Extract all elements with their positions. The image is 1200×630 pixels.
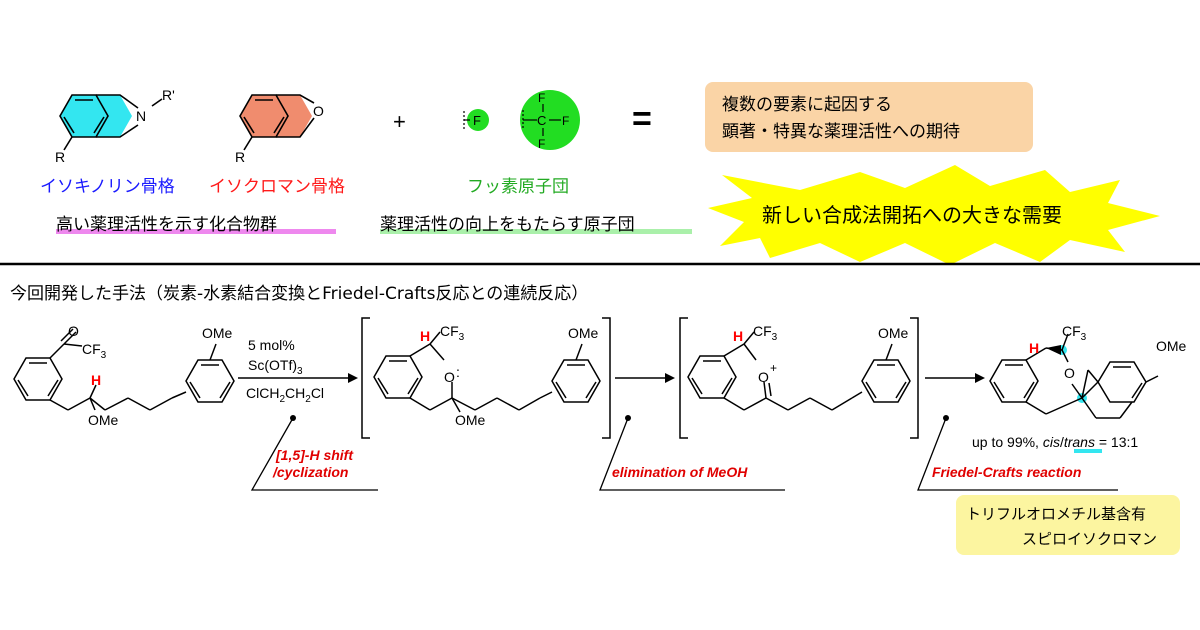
starburst-text: 新しい合成法開拓への大きな需要 (762, 203, 1062, 227)
condition-catalyst: Sc(OTf)3 (248, 357, 303, 377)
isoquinoline-r-prime: R' (162, 87, 175, 103)
cf3-f-top: F (538, 91, 545, 105)
plus-sign: + (393, 109, 406, 134)
equals-sign: = (632, 100, 652, 138)
intermediate1-o: O (444, 369, 455, 385)
step3-pointer (917, 417, 1118, 491)
isoquinoline-r-group: R (55, 149, 65, 165)
substrate-h: H (91, 372, 101, 388)
fluorine-label: フッ素原子団 (467, 177, 569, 197)
step3-label: Friedel-Crafts reaction (932, 464, 1081, 480)
cf3-f-right: F (562, 114, 569, 128)
cf3-f-bottom: F (538, 137, 545, 151)
expectation-line1: 複数の要素に起因する (722, 95, 892, 115)
isochroman-benzene-fill (240, 95, 288, 137)
isochroman-o-atom: O (313, 103, 324, 119)
product-o: O (1064, 365, 1075, 381)
substrate-ome: OMe (88, 412, 119, 428)
caption-right: 薬理活性の向上をもたらす原子団 (380, 215, 635, 235)
condition-catalyst-loading: 5 mol% (248, 337, 295, 353)
step2-label: elimination of MeOH (612, 464, 748, 480)
substrate-cf3: CF3 (82, 341, 107, 361)
step2-pointer (599, 417, 785, 491)
isochroman-r-group: R (235, 149, 245, 165)
condition-solvent: ClCH2CH2Cl (246, 385, 324, 405)
product-box-line2: スピロイソクロマン (1022, 530, 1157, 548)
intermediate1-structure: H CF3 O : OMe OMe (373, 323, 601, 428)
product-box (956, 495, 1180, 555)
expectation-line2: 顕著・特異な薬理活性への期待 (722, 122, 960, 142)
substrate-o: O (68, 323, 79, 339)
isoquinoline-benzene-fill (60, 95, 108, 137)
intermediate1-lone-pair: : (456, 364, 460, 380)
intermediate2-o-plus: + (770, 361, 777, 375)
expectation-box (705, 82, 1033, 152)
demand-starburst (708, 165, 1160, 265)
caption-right-underline (380, 229, 692, 234)
intermediate2-structure: H CF3 O + OMe (687, 323, 911, 411)
caption-left: 高い薬理活性を示す化合物群 (56, 215, 277, 235)
intermediate2-aryl-ome: OMe (878, 325, 909, 341)
f-atom-circle (467, 109, 489, 131)
product-cf3: CF3 (1062, 323, 1087, 343)
intermediate2-cf3: CF3 (753, 323, 778, 343)
isochroman-label: イソクロマン骨格 (209, 177, 345, 197)
isoquinoline-label: イソキノリン骨格 (40, 177, 175, 197)
intermediate2-o: O (758, 369, 769, 385)
intermediate2-h: H (733, 328, 743, 344)
intermediate2-brackets (679, 317, 919, 439)
fluorine-groups: F C F F F フッ素原子団 (463, 90, 580, 197)
substrate-structure: O CF3 H OMe OMe (13, 323, 235, 428)
cis-underline (1074, 449, 1102, 453)
intermediate1-brackets (361, 317, 611, 439)
yield-text: up to 99%, cis/trans = 13:1 (972, 434, 1138, 450)
intermediate1-h: H (420, 328, 430, 344)
step1-label-line2: /cyclization (272, 464, 348, 480)
step1-pointer (250, 417, 378, 491)
cf3-c-atom: C (537, 113, 546, 128)
isoquinoline-structure: N R' R イソキノリン骨格 (40, 87, 175, 197)
f-atom: F (473, 113, 481, 128)
isoquinoline-ring-fill (96, 95, 132, 137)
isochroman-ring-fill (276, 95, 312, 137)
isochroman-structure: O R イソクロマン骨格 (209, 94, 345, 197)
product-ome: OMe (1156, 338, 1187, 354)
intermediate1-aryl-ome: OMe (568, 325, 599, 341)
caption-left-underline (56, 229, 336, 234)
product-h: H (1029, 340, 1039, 356)
step1-label-line1: [1,5]-H shift (275, 447, 354, 463)
substrate-aryl-ome: OMe (202, 325, 233, 341)
product-box-line1: トリフルオロメチル基含有 (966, 505, 1146, 523)
intermediate1-ome: OMe (455, 412, 486, 428)
arrow-step1 (238, 373, 358, 383)
isoquinoline-n-atom: N (136, 108, 146, 124)
product-structure: H CF3 O OMe (989, 323, 1187, 419)
arrow-step3 (925, 373, 985, 383)
arrow-step2 (615, 373, 675, 383)
intermediate1-cf3: CF3 (440, 323, 465, 343)
method-heading: 今回開発した手法（炭素-水素結合変換とFriedel-Crafts反応との連続反… (10, 284, 588, 304)
